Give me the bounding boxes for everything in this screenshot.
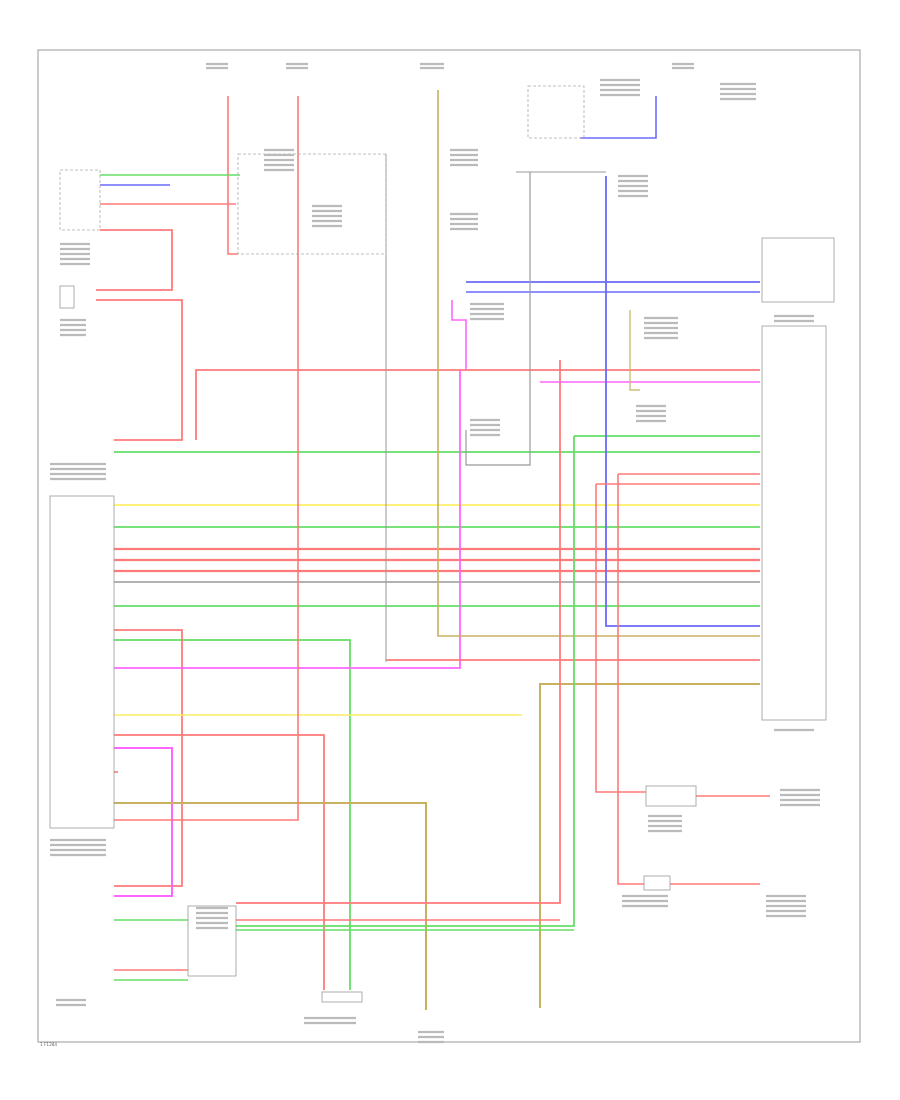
pink-wire-upper-stub: [451, 300, 467, 370]
label-layer: [50, 62, 820, 1044]
bottom-ground-connector: [321, 991, 363, 1003]
wire-layer: [96, 90, 770, 1010]
left-small-connector: [59, 285, 75, 309]
footer-code: 1 F1284: [40, 1042, 57, 1047]
component-layer: [37, 49, 861, 1043]
olive-wire-vertical: [437, 90, 760, 637]
lower-right-connector: [643, 875, 671, 891]
blue-wire-right-vertical: [605, 176, 760, 627]
red-wire-left-lower: [114, 629, 183, 887]
red-wire-to-connector: [617, 474, 644, 885]
diagram-frame: [37, 49, 861, 1043]
green-wire-long-vertical: [236, 436, 575, 927]
olive-wire-lower: [114, 802, 427, 1010]
red-wire-long-vertical: [236, 360, 561, 904]
left-module: [49, 495, 115, 829]
red-wire-to-switch: [595, 484, 646, 793]
upper-relay-dashed-box: [237, 153, 387, 255]
left-switch-box: [59, 169, 101, 231]
right-combination-meter: [761, 325, 827, 721]
gray-wire-return: [465, 172, 531, 466]
red-wire-center-vertical: [114, 96, 299, 821]
bottom-relay-block: [187, 905, 237, 977]
pink-wire-left-loop: [114, 747, 173, 897]
lower-right-switch-connector: [645, 785, 697, 807]
olive-wire-right: [539, 683, 760, 1008]
pink-wire-mid: [114, 370, 461, 669]
red-wire-left-down: [96, 299, 183, 441]
red-wire-upper-cross: [195, 369, 760, 440]
olive-wire-right-stub: [629, 310, 640, 391]
green-wire-down: [114, 639, 351, 990]
red-wire-top-left: [227, 96, 238, 255]
top-right-dashed-box: [527, 85, 585, 139]
red-wire-bottom: [114, 734, 325, 990]
upper-right-module: [761, 237, 835, 303]
red-wire-left-loop: [96, 229, 173, 291]
blue-wire-top-right: [580, 96, 657, 139]
